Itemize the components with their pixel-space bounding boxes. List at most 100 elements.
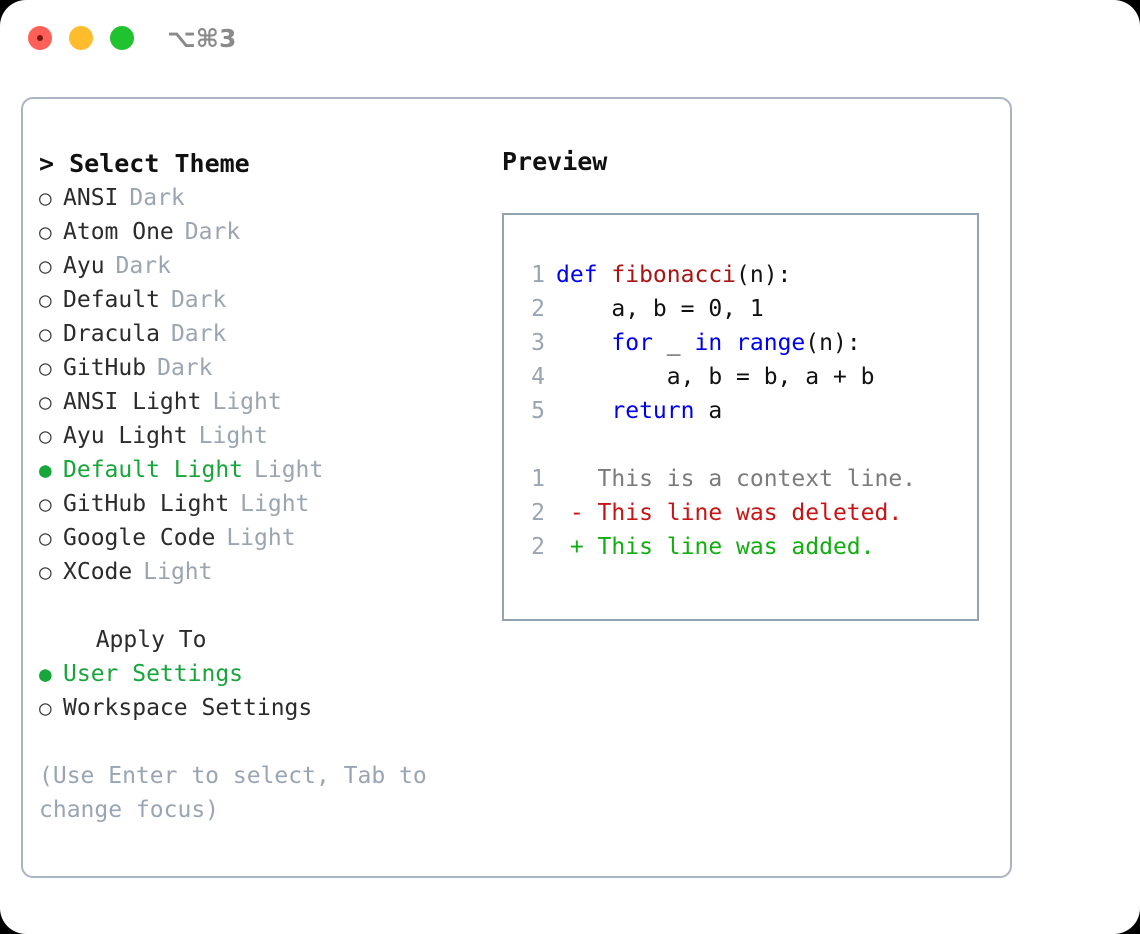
theme-list-item[interactable]: ○ Atom One Dark [39,215,489,249]
window-controls [28,26,134,50]
theme-category: Light [212,389,282,415]
theme-name: Ayu [63,253,105,279]
code-token: fibonacci [611,262,737,288]
code-token: a [694,398,723,424]
diff-line-number: 2 [531,534,545,560]
code-token: (n): [736,262,792,288]
theme-list-item[interactable]: ○ Default Dark [39,283,489,317]
diff-line: 1 This is a context line. [517,462,916,496]
code-line-text: for _ in range(n): [556,326,861,360]
theme-name: Atom One [63,219,174,245]
theme-name: ANSI [63,185,119,211]
theme-category: Dark [170,287,227,313]
diff-line-text: - This line was deleted. [556,500,903,526]
radio-selected-icon[interactable]: ● [39,458,52,482]
code-token: a, b = 0, 1 [556,296,764,322]
radio-unselected-icon[interactable]: ○ [39,560,52,584]
radio-selected-icon[interactable]: ● [39,662,52,686]
diff-line: 2 - This line was deleted. [517,496,916,530]
apply-to-header: Apply To [68,627,207,653]
select-theme-header: > Select Theme [39,149,250,178]
code-token: def [556,262,612,288]
minimize-window-icon[interactable] [69,26,93,50]
title-bar: ⌥⌘3 [0,0,1140,78]
keyboard-shortcut-label: ⌥⌘3 [167,24,237,53]
theme-list-item[interactable]: ● Default Light Light [39,453,489,487]
code-token [722,330,736,356]
theme-category: Light [143,559,213,585]
theme-list-item[interactable]: ○ Ayu Dark [39,249,489,283]
radio-unselected-icon[interactable]: ○ [39,526,52,550]
radio-unselected-icon[interactable]: ○ [39,288,52,312]
theme-list-item[interactable]: ○ XCode Light [39,555,489,589]
apply-to-list: ● User Settings ○ Workspace Settings [39,657,489,725]
apply-to-label: Workspace Settings [63,695,313,721]
theme-category: Dark [184,219,241,245]
code-line-text: a, b = b, a + b [556,360,875,394]
theme-name: Default [63,287,160,313]
radio-unselected-icon[interactable]: ○ [39,186,52,210]
radio-unselected-icon[interactable]: ○ [39,390,52,414]
theme-name: Google Code [63,525,216,551]
maximize-window-icon[interactable] [110,26,134,50]
radio-unselected-icon[interactable]: ○ [39,322,52,346]
theme-name: XCode [63,559,133,585]
code-line: 5 return a [517,394,916,428]
code-token: (n): [805,330,861,356]
theme-category: Dark [157,355,213,381]
theme-category: Dark [115,253,171,279]
theme-list-item[interactable]: ○ Google Code Light [39,521,489,555]
code-line: 2 a, b = 0, 1 [517,292,916,326]
code-line-number: 5 [531,398,545,424]
theme-name: Ayu Light [63,423,188,449]
code-token: in [694,330,723,356]
theme-list-item[interactable]: ○ ANSI Light Light [39,385,489,419]
close-window-icon[interactable] [28,26,52,50]
code-line-number: 2 [531,296,545,322]
radio-unselected-icon[interactable]: ○ [39,220,52,244]
theme-category: Dark [170,321,227,347]
apply-to-item[interactable]: ● User Settings [39,657,489,691]
theme-category: Light [254,457,324,483]
diff-line: 2 + This line was added. [517,530,916,564]
radio-unselected-icon[interactable]: ○ [39,424,52,448]
code-token: return [611,398,695,424]
theme-name: Default Light [63,457,244,483]
theme-name: GitHub Light [63,491,230,517]
code-token [556,398,611,424]
radio-unselected-icon[interactable]: ○ [39,492,52,516]
preview-gap [517,428,916,462]
diff-line-number: 1 [531,466,545,492]
diff-line-text: + This line was added. [556,534,875,560]
radio-unselected-icon[interactable]: ○ [39,254,52,278]
code-token: range [736,330,806,356]
theme-name: ANSI Light [63,389,202,415]
code-line-text: return a [556,394,722,428]
code-line-text: def fibonacci(n): [556,258,791,292]
code-line: 3 for _ in range(n): [517,326,916,360]
apply-to-item[interactable]: ○ Workspace Settings [39,691,489,725]
code-token: a, b = b, a + b [556,364,875,390]
theme-category: Light [226,525,296,551]
list-spacer [39,589,489,623]
code-token: for [611,330,653,356]
radio-unselected-icon[interactable]: ○ [39,696,52,720]
apply-to-label: User Settings [63,661,244,687]
radio-unselected-icon[interactable]: ○ [39,356,52,380]
code-line: 1 def fibonacci(n): [517,258,916,292]
code-line-number: 3 [531,330,545,356]
code-line-number: 1 [531,262,545,288]
keyboard-hint-text: (Use Enter to select, Tab to change focu… [39,763,427,823]
code-line-text: a, b = 0, 1 [556,292,764,326]
code-token: _ [652,330,695,356]
